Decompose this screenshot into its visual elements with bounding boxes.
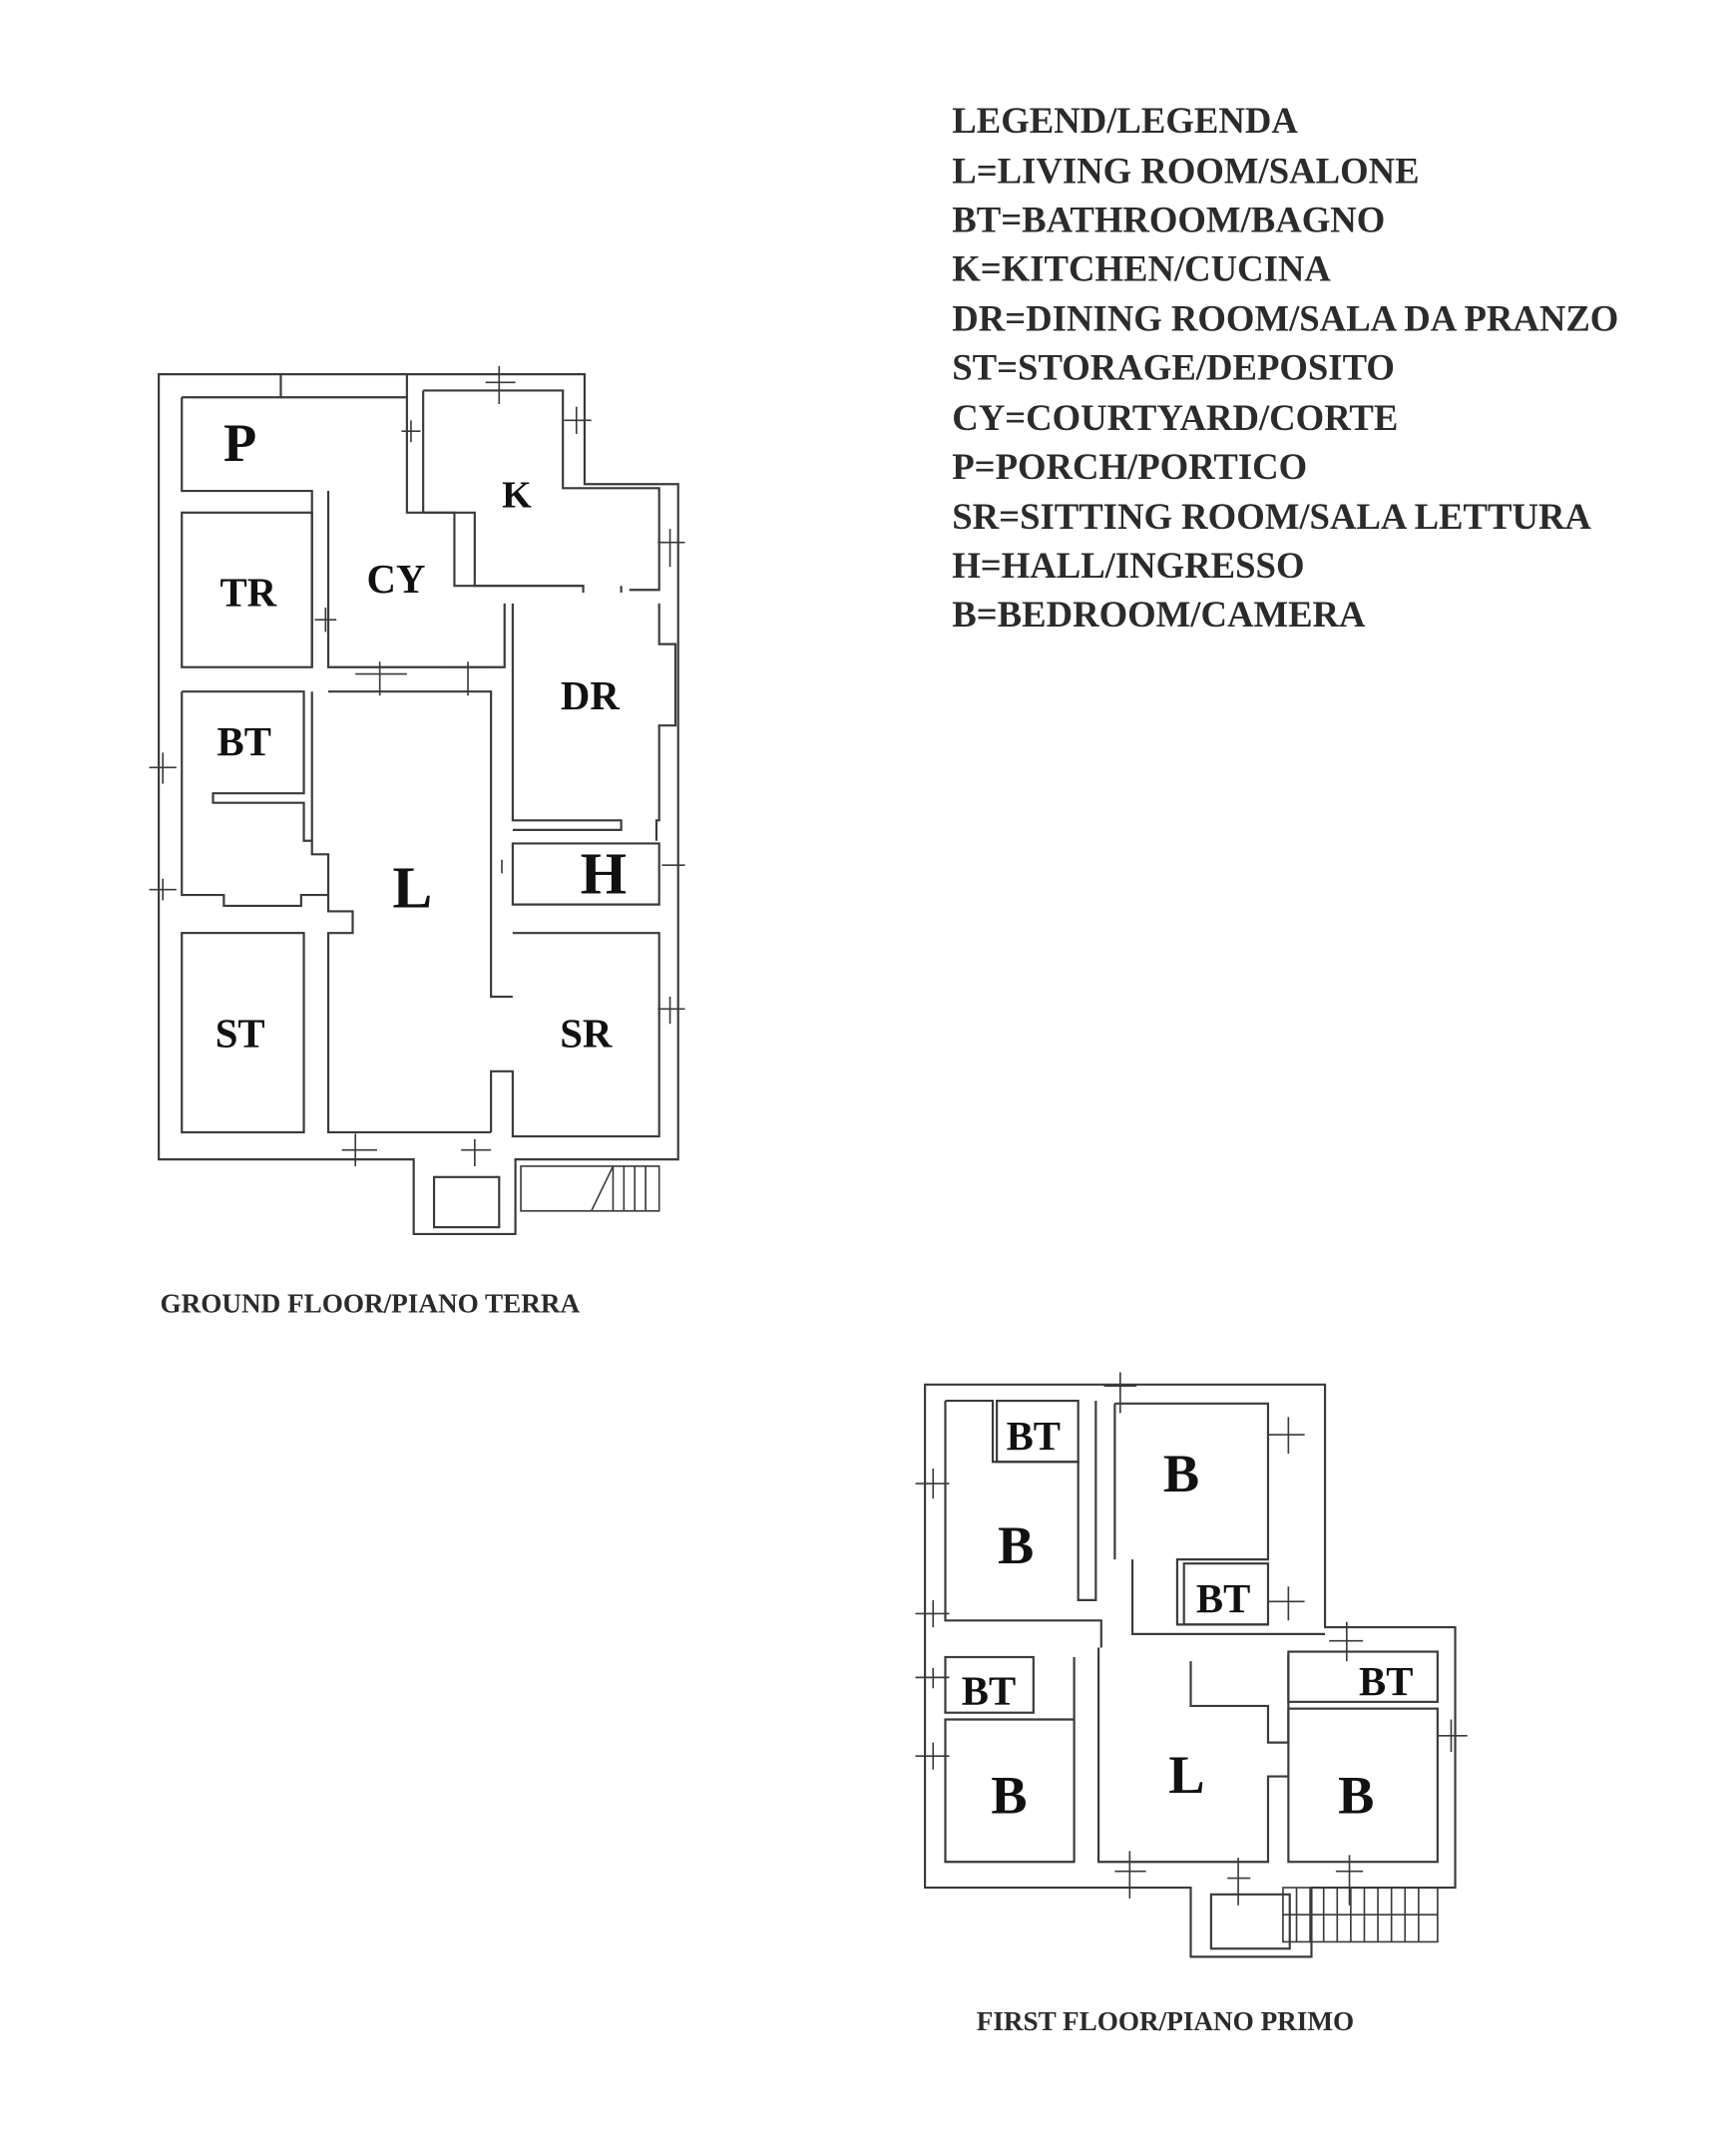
room-label-b: B [1163,1444,1199,1503]
room-tr [181,511,313,668]
staircase [1282,1887,1439,1943]
room-label-dr: DR [561,673,620,718]
room-label-bt: BT [1359,1659,1413,1704]
room-label-b: B [1338,1765,1374,1825]
legend-item: SR=SITTING ROOM/SALA LETTURA [952,496,1591,537]
legend-item: B=BEDROOM/CAMERA [952,594,1366,635]
legend-item: K=KITCHEN/CUCINA [952,247,1331,288]
porch-courtyard-wall [181,396,506,668]
room-label-cy: CY [367,557,426,602]
window-markers [915,1372,1468,1906]
ground-floor-caption: GROUND FLOOR/PIANO TERRA [160,1289,580,1319]
legend-item: BT=BATHROOM/BAGNO [952,199,1385,239]
room-st [181,932,305,1134]
room-label-k: K [502,474,532,516]
legend-item: P=PORCH/PORTICO [952,446,1307,487]
legend-item: H=HALL/INGRESSO [952,545,1304,586]
ground-floor-plan: P K TR CY DR BT L H ST SR GROUND FLOOR/P… [149,365,685,1319]
outer-wall [158,373,679,1235]
room-label-b: B [998,1515,1034,1575]
room-bt-4 [1287,1650,1439,1703]
room-label-bt: BT [1007,1414,1061,1459]
entry-porch [1209,1893,1291,1950]
room-label-st: ST [216,1011,265,1056]
room-label-l: L [1168,1745,1204,1805]
legend-item: ST=STORAGE/DEPOSITO [952,347,1395,388]
room-label-tr: TR [220,571,277,616]
legend: LEGEND/LEGENDA L=LIVING ROOM/SALONE BT=B… [952,100,1618,635]
room-label-l: L [392,854,432,920]
window-markers [149,365,685,1166]
room-b-4 [1287,1707,1439,1864]
legend-item: CY=COURTYARD/CORTE [952,397,1398,438]
staircase [520,1165,660,1212]
room-label-sr: SR [560,1011,613,1056]
room-label-h: H [581,841,628,907]
room-bt-2 [1182,1562,1270,1626]
room-label-b: B [991,1765,1027,1825]
left-hall-wall [181,691,492,1134]
legend-title: LEGEND/LEGENDA [952,100,1298,141]
dining-wall [511,603,677,841]
legend-item: DR=DINING ROOM/SALA DA PRANZO [952,298,1618,339]
room-label-bt: BT [217,719,271,764]
room-label-p: P [223,413,256,473]
room-label-bt: BT [962,1669,1016,1714]
room-label-bt: BT [1196,1576,1250,1621]
hall-wall [511,842,660,906]
kitchen-wall [422,389,660,593]
first-floor-plan: BT B B BT BT BT B L B FIRST FLOOR/PIANO … [915,1372,1468,2036]
sr-wall [490,932,660,1138]
room-b-1 [944,1400,1102,1648]
room-bt-3 [944,1655,1035,1714]
legend-item: L=LIVING ROOM/SALONE [952,150,1419,191]
first-floor-caption: FIRST FLOOR/PIANO PRIMO [977,2006,1354,2036]
bt-wall [182,690,513,999]
entry-porch [432,1175,501,1229]
room-b-3 [944,1656,1076,1864]
